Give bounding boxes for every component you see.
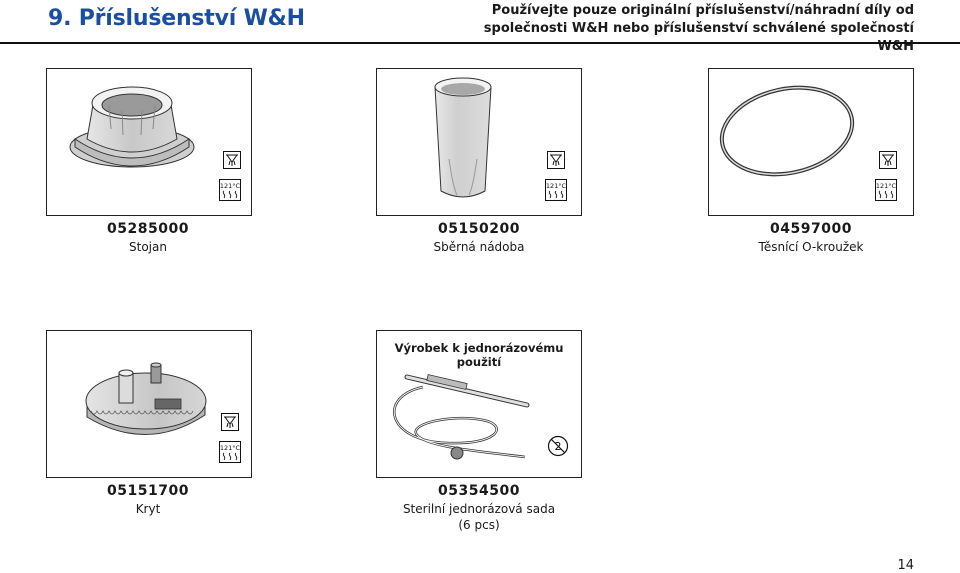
item-desc-stand: Stojan — [129, 240, 167, 254]
product-box-o-ring: 121°C — [708, 68, 914, 216]
item-desc-cover: Kryt — [135, 502, 161, 516]
sterilize-temp-label: 121°C — [220, 182, 241, 190]
thermo-washer-icon — [221, 413, 239, 431]
sterilize-temp-label: 121°C — [876, 182, 897, 190]
thermo-washer-icon — [547, 151, 565, 169]
item-desc-disposable-set-line2: (6 pcs) — [458, 518, 500, 532]
sterilize-121c-icon: 121°C — [219, 179, 241, 201]
product-box-collection-container: 121°C — [376, 68, 582, 216]
sterilize-121c-icon: 121°C — [875, 179, 897, 201]
single-use-label: Výrobek k jednorázovému použití — [394, 341, 564, 369]
product-box-stand: 121°C — [46, 68, 252, 216]
item-code-cover: 05151700 — [107, 483, 189, 499]
container-illustration — [434, 77, 492, 198]
item-code-disposable-set: 05354500 — [438, 483, 520, 499]
thermo-washer-icon — [879, 151, 897, 169]
tubing-set-illustration — [393, 374, 530, 460]
page-title: 9. Příslušenství W&H — [48, 6, 305, 31]
product-box-disposable-set: Výrobek k jednorázovému použití 2 — [376, 330, 582, 478]
sterilize-121c-icon: 121°C — [545, 179, 567, 201]
notice-line-2: společnosti W&H nebo příslušenství schvá… — [483, 21, 914, 54]
do-not-reuse-icon: 2 — [547, 435, 569, 457]
header-rule — [0, 42, 960, 44]
notice-line-1: Používejte pouze originální příslušenstv… — [491, 3, 914, 18]
item-code-o-ring: 04597000 — [770, 221, 852, 237]
item-desc-disposable-set-line1: Sterilní jednorázová sada — [402, 502, 556, 516]
item-desc-o-ring: Těsnící O-kroužek — [758, 240, 864, 254]
o-ring-illustration — [719, 85, 855, 177]
product-box-cover: 121°C — [46, 330, 252, 478]
item-code-stand: 05285000 — [107, 221, 189, 237]
stand-illustration — [69, 86, 195, 168]
sterilize-temp-label: 121°C — [546, 182, 567, 190]
cover-illustration — [85, 362, 207, 435]
item-code-container: 05150200 — [438, 221, 520, 237]
page-number: 14 — [897, 558, 914, 573]
item-desc-container: Sběrná nádoba — [433, 240, 525, 254]
header-notice: Používejte pouze originální příslušenstv… — [444, 2, 914, 56]
thermo-washer-icon — [223, 151, 241, 169]
sterilize-121c-icon: 121°C — [219, 441, 241, 463]
sterilize-temp-label: 121°C — [220, 444, 241, 452]
